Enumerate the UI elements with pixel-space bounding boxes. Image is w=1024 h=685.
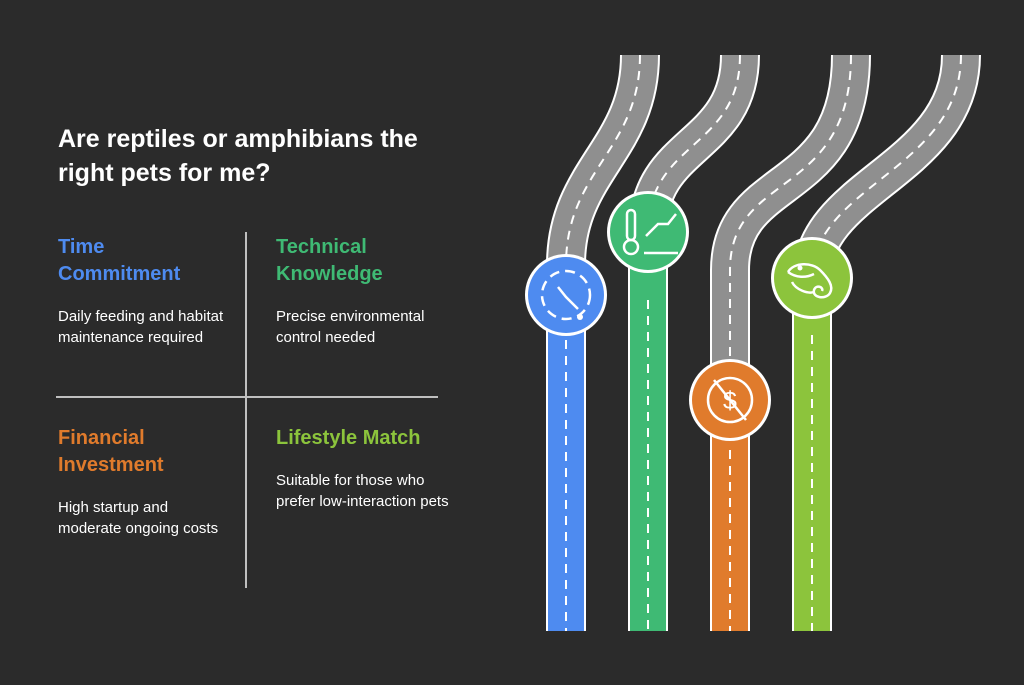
road-time: [546, 54, 660, 631]
quadrant-technical-knowledge: Technical Knowledge Precise environmenta…: [276, 234, 446, 348]
time-commitment-text: Daily feeding and habitat maintenance re…: [58, 308, 224, 346]
time-commitment-heading: Time Commitment: [58, 236, 181, 285]
page-title: Are reptiles or amphibians the right pet…: [58, 125, 418, 187]
quadrant-lifestyle-match: Lifestyle Match Suitable for those who p…: [276, 425, 451, 512]
clock-icon: [525, 254, 607, 336]
chameleon-icon: [771, 237, 853, 319]
vertical-divider: [245, 232, 247, 588]
quadrant-time-commitment: Time Commitment Daily feeding and habita…: [58, 234, 228, 348]
horizontal-divider: [56, 396, 438, 398]
quadrant-financial-investment: Financial Investment High startup and mo…: [58, 425, 228, 539]
thermometer-icon: [607, 191, 689, 273]
dollar-icon: $: [689, 359, 771, 441]
lifestyle-match-text: Suitable for those who prefer low-intera…: [276, 472, 449, 510]
financial-investment-text: High startup and moderate ongoing costs: [58, 499, 219, 537]
svg-text:$: $: [723, 387, 737, 415]
lifestyle-match-heading: Lifestyle Match: [276, 427, 421, 449]
financial-investment-heading: Financial Investment: [58, 427, 164, 476]
technical-knowledge-text: Precise environmental control needed: [276, 308, 425, 346]
road-financial: [710, 54, 871, 631]
technical-knowledge-heading: Technical Knowledge: [276, 236, 383, 285]
